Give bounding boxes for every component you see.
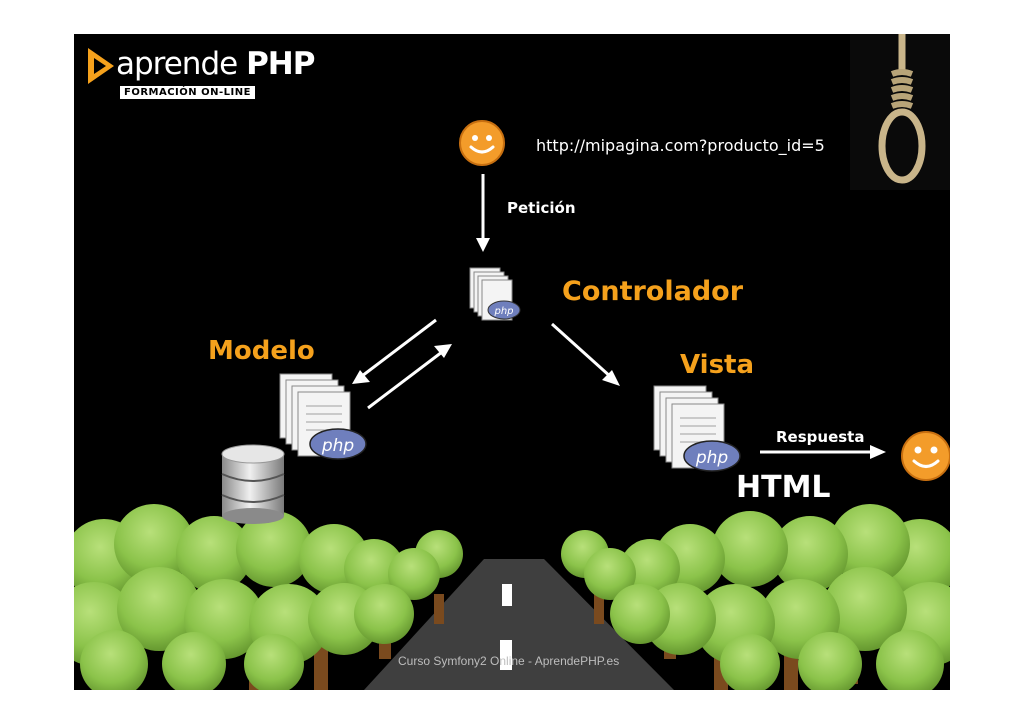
php-file-stack-icon: php (469, 267, 521, 321)
footer-caption: Curso Symfony2 Online - AprendePHP.es (398, 654, 620, 668)
forest-road-scenery (74, 504, 950, 690)
php-badge: php (493, 306, 513, 317)
controller-label: Controlador (562, 276, 744, 307)
request-arrow (476, 174, 490, 252)
road-marking (500, 640, 512, 670)
php-badge: php (695, 448, 729, 468)
logo-play-icon (88, 48, 114, 84)
logo-brand-strong: PHP (246, 46, 315, 82)
request-label: Petición (507, 199, 576, 217)
php-file-stack-icon: php (279, 373, 367, 460)
view-label: Vista (680, 350, 755, 380)
view-arrow (550, 322, 620, 386)
response-arrow (760, 445, 886, 459)
response-label: Respuesta (776, 428, 865, 446)
html-output-label: HTML (736, 470, 831, 505)
model-label: Modelo (208, 336, 315, 366)
slide: aprende PHP FORMACIÓN ON-LINE http://mip… (74, 34, 950, 690)
smiley-user-icon (459, 120, 505, 166)
logo-wordmark: aprende PHP (116, 46, 315, 82)
database-icon (221, 444, 285, 524)
logo-tagline: FORMACIÓN ON-LINE (120, 86, 255, 99)
logo-brand: aprende (116, 46, 238, 82)
php-badge: php (321, 436, 355, 456)
noose-icon (850, 34, 950, 190)
model-arrows (352, 318, 452, 410)
road (364, 559, 674, 690)
php-file-stack-icon: php (653, 385, 741, 472)
road-marking (502, 584, 512, 606)
smiley-user-icon (901, 431, 950, 481)
request-url: http://mipagina.com?producto_id=5 (536, 136, 825, 155)
